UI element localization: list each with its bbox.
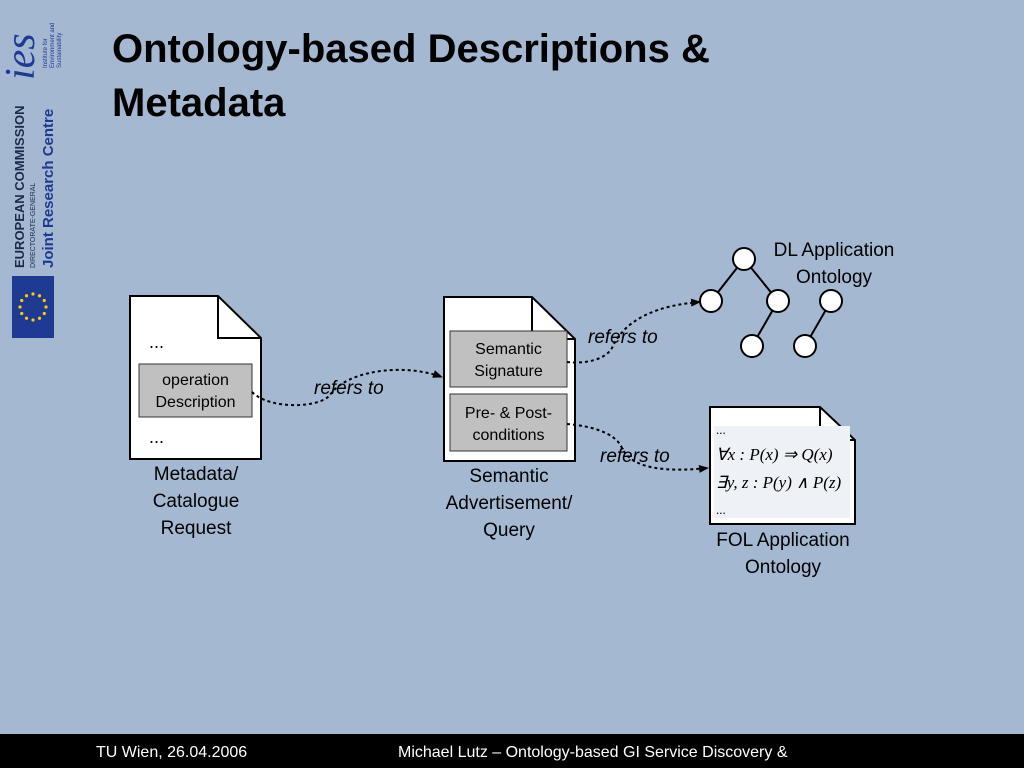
fol-dots-bottom: ... [716, 502, 726, 517]
tree-node [793, 334, 817, 358]
footer-author-title: Michael Lutz – Ontology-based GI Service… [398, 744, 788, 761]
eu-star-icon [18, 305, 22, 309]
ontology-diagram: ... operation Description ... Metadata/ … [129, 240, 895, 578]
tree-node [699, 289, 723, 313]
semantic-signature-line-2: Signature [474, 363, 543, 380]
slide-title: Ontology-based Descriptions & Metadata [112, 22, 972, 130]
eu-flag-icon [12, 276, 54, 338]
semantic-caption-line-3: Query [483, 520, 535, 541]
refers-to-label-2: refers to [588, 327, 658, 348]
tree-node [740, 334, 764, 358]
tree-node-root [732, 247, 756, 271]
metadata-caption: Metadata/ Catalogue Request [153, 464, 240, 539]
operation-description-box [138, 363, 253, 418]
refers-to-arrow-2 [566, 298, 701, 364]
jrc-logo: ies Institute for Environment and Sustai… [0, 23, 63, 338]
dl-ontology-tree [699, 247, 843, 358]
eu-star-icon [31, 292, 35, 296]
refers-to-label-1: refers to [314, 378, 384, 399]
fol-formula-2: ∃y, z : P(y) ∧ P(z) [716, 473, 841, 492]
operation-description-line-2: Description [155, 394, 235, 411]
fol-ontology-label-line-1: FOL Application [716, 530, 849, 551]
slide-title-line-1: Ontology-based Descriptions & [112, 27, 710, 71]
commission-text: EUROPEAN COMMISSION [12, 105, 27, 268]
metadata-caption-line-1: Metadata/ [154, 464, 239, 485]
fol-formula-1: ∀x : P(x) ⇒ Q(x) [716, 445, 833, 464]
ies-logo: ies Institute for Environment and Sustai… [0, 23, 63, 80]
eu-star-icon [20, 298, 24, 303]
metadata-caption-line-3: Request [161, 518, 232, 539]
refers-to-label-3: refers to [600, 446, 670, 467]
semantic-signature-line-1: Semantic [475, 341, 542, 358]
metadata-dots-top: ... [149, 332, 164, 352]
footer-date: TU Wien, 26.04.2006 [96, 744, 248, 761]
eu-star-icon [31, 318, 35, 322]
eu-star-icon [44, 305, 48, 309]
slide-title-line-2: Metadata [112, 81, 286, 125]
slide-footer: TU Wien, 26.04.2006 Michael Lutz – Ontol… [0, 734, 1024, 768]
pre-post-conditions-line-1: Pre- & Post- [465, 405, 552, 422]
ies-subtext-3: Sustainability [57, 33, 63, 68]
tree-node [819, 289, 843, 313]
fol-ontology-label-line-2: Ontology [745, 557, 822, 578]
eu-star-icon [20, 311, 24, 316]
semantic-signature-box [449, 330, 568, 388]
tree-node [766, 289, 790, 313]
eu-star-icon [42, 311, 46, 316]
eu-star-icon [24, 316, 29, 320]
fol-dots-top: ... [716, 422, 726, 437]
operation-description-line-1: operation [162, 372, 229, 389]
ies-logo-text: ies [0, 33, 44, 80]
ies-subtext-2: Environment and [50, 23, 56, 68]
dl-ontology-label-line-1: DL Application [774, 240, 895, 261]
semantic-caption-line-2: Advertisement/ [446, 493, 573, 514]
refers-to-arrow-3 [566, 423, 709, 473]
fol-ontology-document: ... ∀x : P(x) ⇒ Q(x) ∃y, z : P(y) ∧ P(z)… [709, 406, 856, 525]
dl-ontology-label-line-2: Ontology [796, 267, 873, 288]
dg-text: DIRECTORATE-GENERAL [30, 183, 37, 268]
metadata-dots-bottom: ... [149, 427, 164, 447]
semantic-caption: Semantic Advertisement/ Query [446, 466, 573, 541]
jrc-text: Joint Research Centre [40, 109, 57, 268]
eu-star-icon [37, 294, 42, 298]
semantic-advertisement-document: Semantic Signature Pre- & Post- conditio… [443, 296, 576, 462]
pre-post-conditions-line-2: conditions [472, 427, 544, 444]
metadata-document: ... operation Description ... [129, 295, 262, 460]
eu-star-icon [37, 316, 42, 320]
eu-star-icon [42, 298, 46, 303]
pre-post-conditions-box [449, 393, 568, 452]
semantic-caption-line-1: Semantic [469, 466, 548, 487]
eu-star-icon [24, 294, 29, 298]
metadata-caption-line-2: Catalogue [153, 491, 240, 512]
ies-subtext-1: Institute for [43, 38, 49, 68]
